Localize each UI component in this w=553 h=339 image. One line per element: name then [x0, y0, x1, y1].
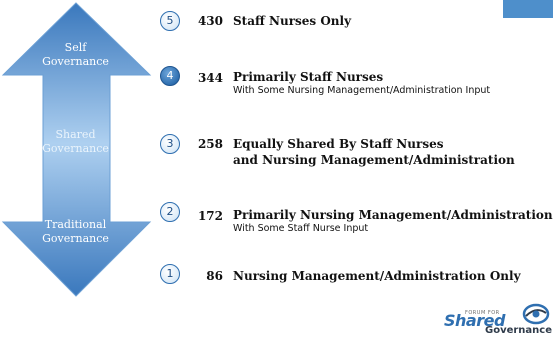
corner-accent-box — [503, 0, 553, 18]
level-1-badge: 1 — [160, 264, 180, 284]
shared-governance-label: Shared Governance — [42, 128, 109, 155]
level-1-score: 86 — [206, 269, 223, 283]
level-3-score: 258 — [197, 137, 223, 151]
level-3-badge: 3 — [160, 134, 180, 154]
level-4-title: Primarily Staff Nurses — [233, 70, 384, 84]
level-2-score: 172 — [197, 209, 223, 223]
logo-governance-text: Governance — [485, 325, 553, 336]
level-3-subtitle: and Nursing Management/Administration — [233, 153, 515, 167]
level-4-score: 344 — [197, 71, 223, 85]
level-3-title: Equally Shared By Staff Nurses — [233, 137, 444, 151]
level-5-score: 430 — [197, 14, 223, 28]
governance-double-arrow — [1, 2, 152, 297]
level-2-title: Primarily Nursing Management/Administrat… — [233, 208, 553, 222]
eye-logo-icon — [522, 303, 550, 325]
level-5-title: Staff Nurses Only — [233, 14, 352, 28]
self-governance-label: Self Governance — [42, 41, 109, 68]
logo-forum-text: FORUM FOR — [465, 310, 500, 316]
level-4-subtitle: With Some Nursing Management/Administrat… — [233, 85, 491, 96]
level-2-badge: 2 — [160, 202, 180, 222]
level-4-badge: 4 — [160, 66, 180, 86]
level-1-title: Nursing Management/Administration Only — [233, 269, 521, 283]
level-5-badge: 5 — [160, 11, 180, 31]
traditional-governance-label: Traditional Governance — [42, 218, 109, 245]
forum-for-shared-governance-logo: FORUM FOR Shared Governance — [444, 302, 552, 338]
level-2-subtitle: With Some Staff Nurse Input — [233, 223, 369, 234]
logo-shared-text: Shared — [444, 311, 505, 330]
